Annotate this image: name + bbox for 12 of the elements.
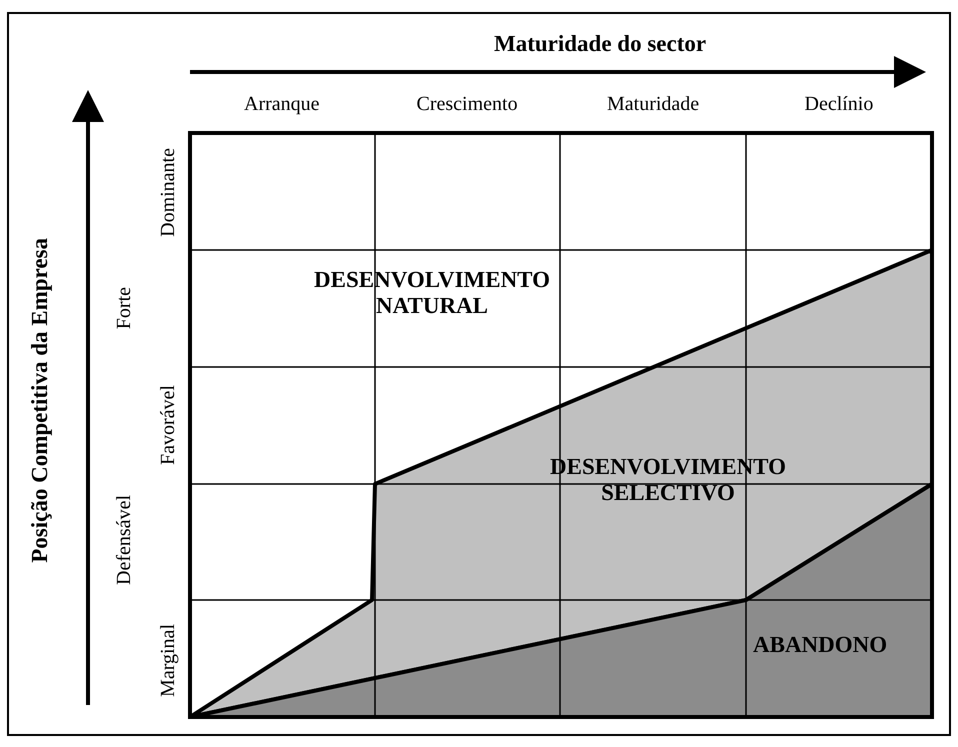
column-header: Crescimento (416, 92, 518, 116)
row-label: Dominante (156, 148, 180, 236)
row-label: Marginal (156, 624, 180, 696)
axis-title: Maturidade do sector (494, 31, 706, 58)
row-label: Favorável (156, 385, 180, 465)
column-header: Maturidade (607, 92, 700, 116)
axis-title: Posição Competitiva da Empresa (27, 238, 53, 562)
region-label: ABANDONO (753, 632, 888, 658)
row-label: Defensável (112, 495, 136, 585)
column-header: Arranque (244, 92, 320, 116)
row-label: Forte (112, 287, 136, 330)
column-header: Declínio (804, 92, 874, 116)
